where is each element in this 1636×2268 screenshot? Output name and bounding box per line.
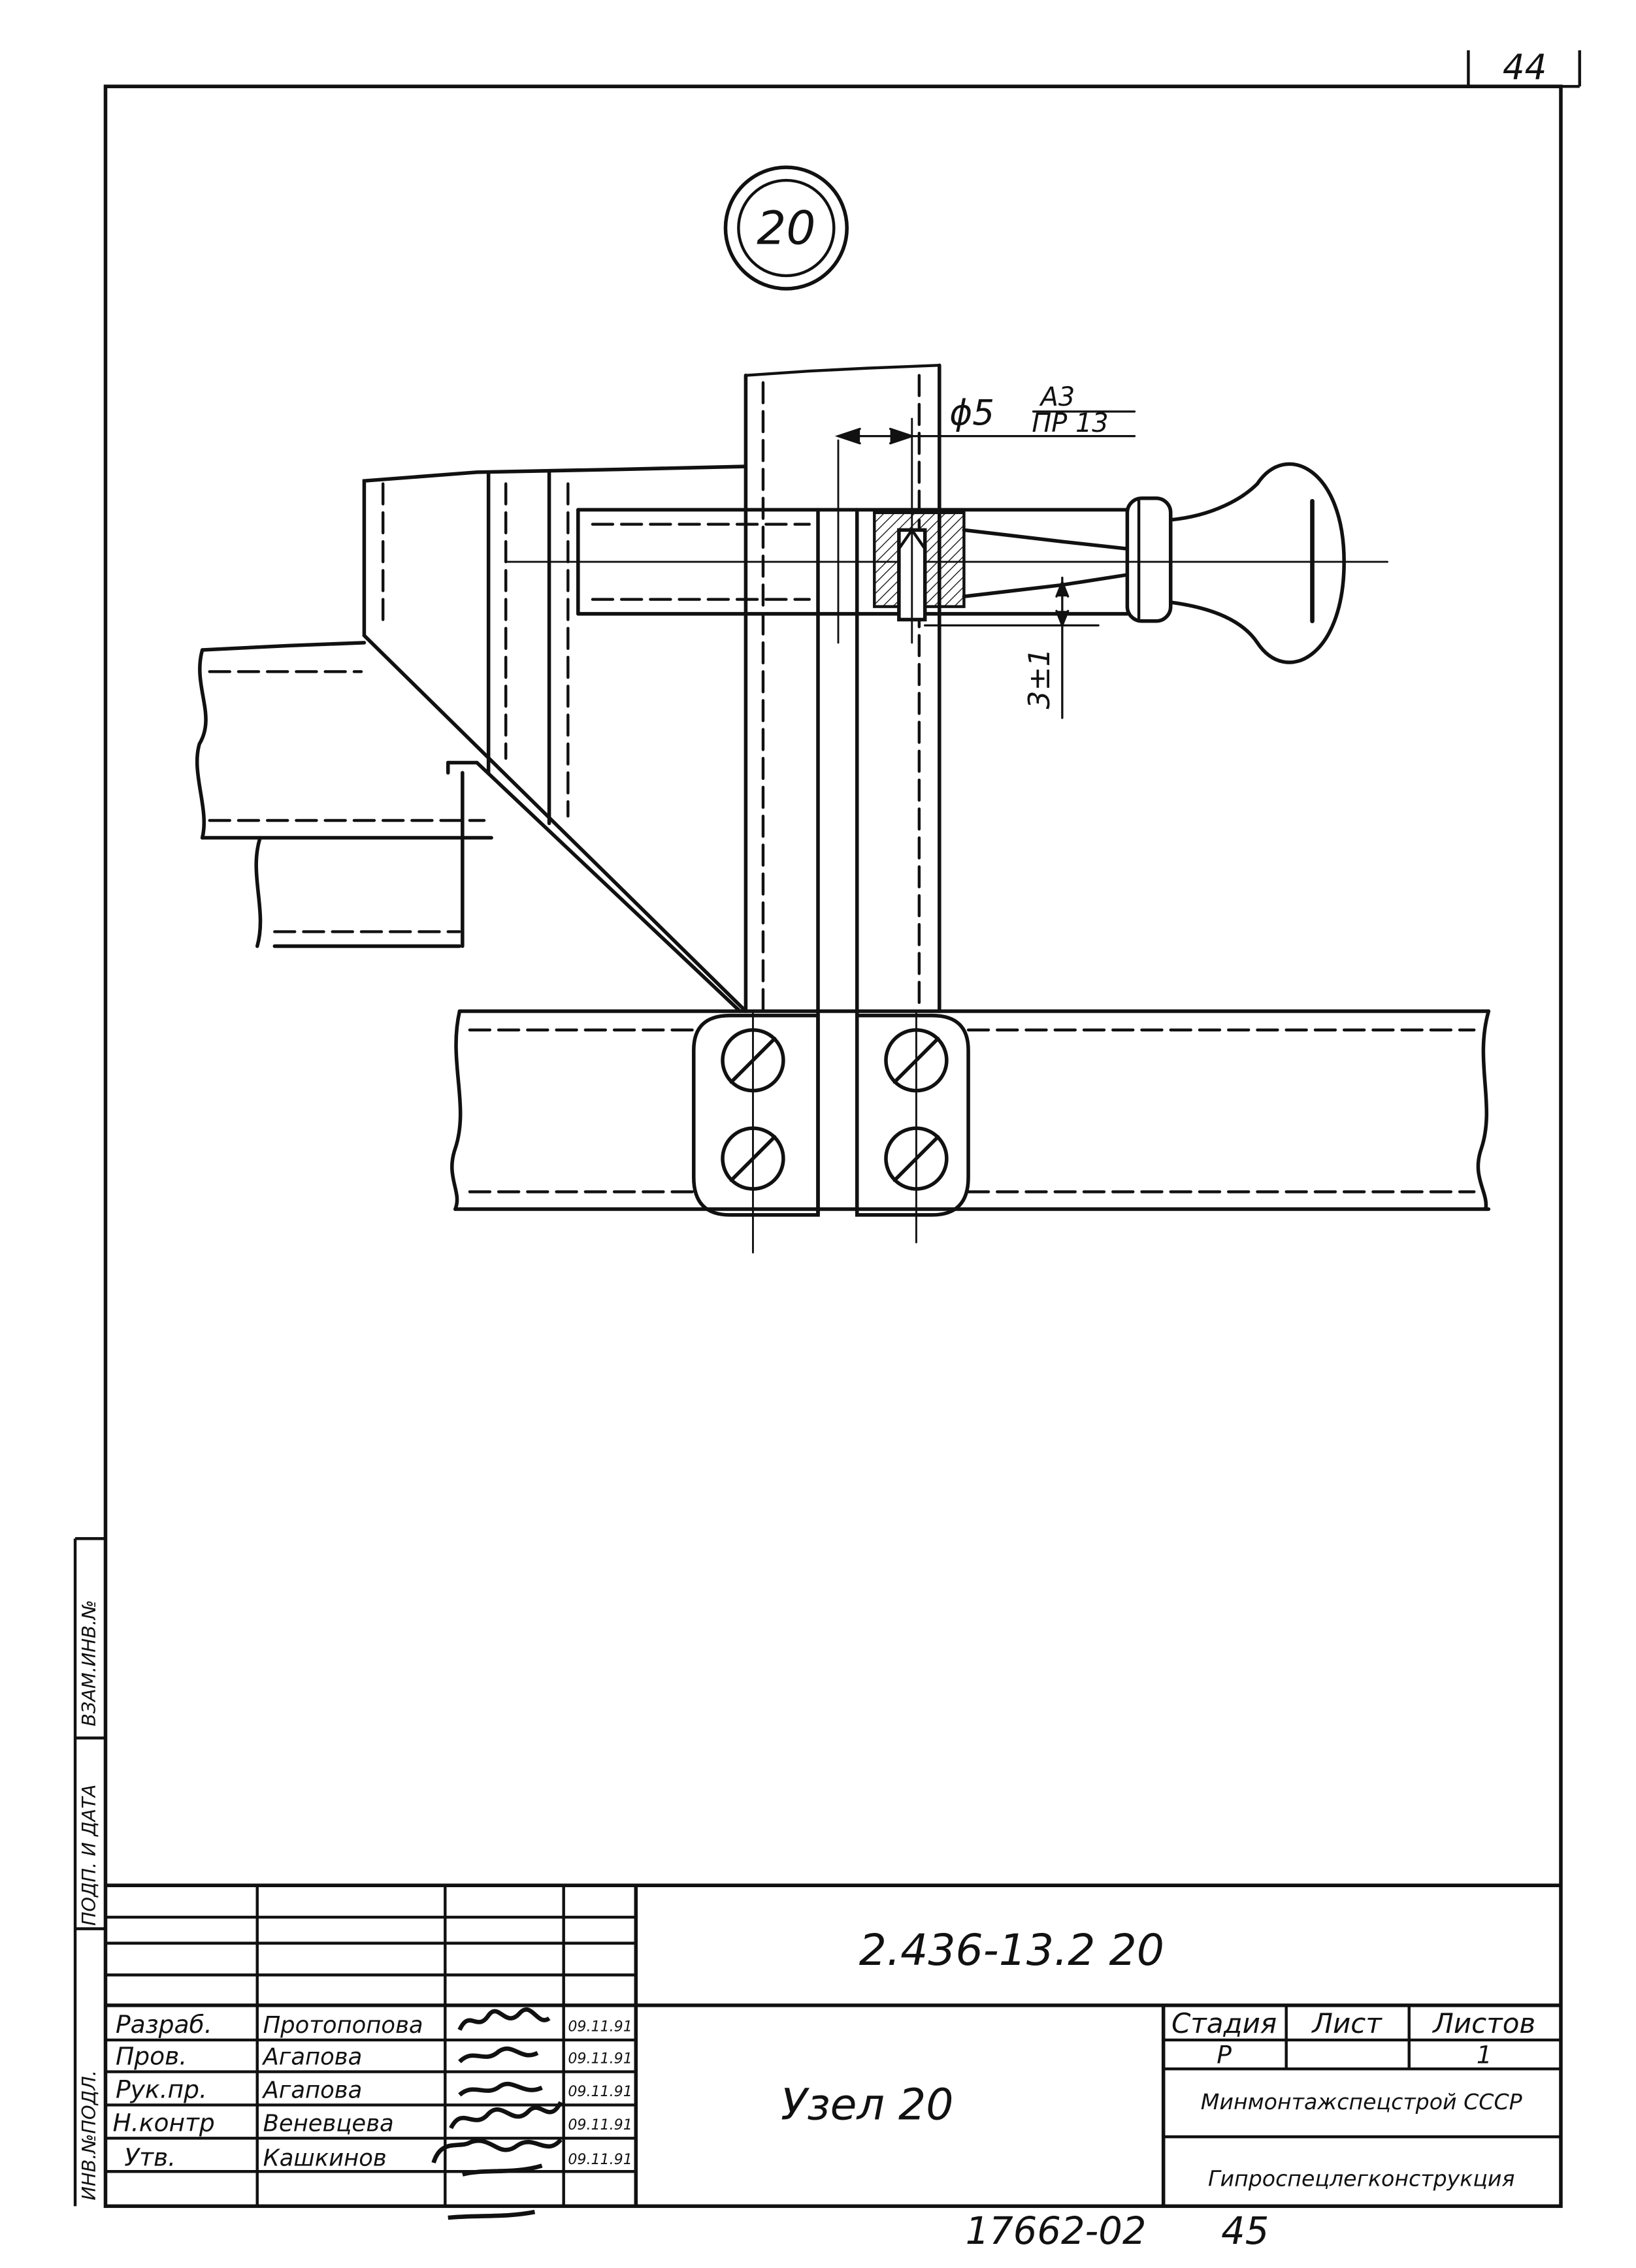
sheets-value: 1 bbox=[1477, 2040, 1492, 2069]
row-date: 09.11.91 bbox=[568, 2083, 632, 2100]
row-name: Агапова bbox=[262, 2044, 363, 2071]
assembly-drawing: ϕ5 А3 ПР 13 3±1 bbox=[195, 363, 1491, 1254]
row-date: 09.11.91 bbox=[568, 2151, 632, 2168]
signature-row: Разраб. Протопопова 09.11.91 bbox=[116, 2007, 632, 2039]
signature-mark bbox=[431, 2138, 563, 2177]
document-designation: 2.436-13.2 20 bbox=[859, 1924, 1164, 1975]
side-stamp-field-1: ИНВ.№ПОДЛ. bbox=[78, 2070, 100, 2200]
fit-lower-label: ПР 13 bbox=[1032, 408, 1108, 438]
row-name: Веневцева bbox=[263, 2110, 394, 2137]
row-name: Агапова bbox=[262, 2077, 363, 2103]
gap-dimension bbox=[924, 576, 1100, 719]
row-name: Кашкинов bbox=[263, 2145, 387, 2171]
sheet-header: Лист bbox=[1311, 2007, 1382, 2039]
signature-mark bbox=[457, 2007, 551, 2031]
sheet-frame: 44 bbox=[103, 47, 1581, 2209]
row-role: Разраб. bbox=[116, 2010, 212, 2039]
organization-institute: Гипроспецлегконструкция bbox=[1208, 2165, 1514, 2191]
row-role: Утв. bbox=[124, 2143, 176, 2171]
signature-row: Утв. Кашкинов 09.11.91 bbox=[124, 2138, 632, 2177]
screws bbox=[721, 1010, 949, 1254]
vertical-post bbox=[744, 363, 941, 1217]
section-cut bbox=[837, 417, 966, 644]
row-date: 09.11.91 bbox=[568, 2018, 632, 2035]
row-role: Рук.пр. bbox=[116, 2075, 207, 2103]
knob bbox=[1125, 462, 1346, 664]
organization-ministry: Минмонтажспецстрой СССР bbox=[1201, 2089, 1522, 2114]
signature-row: Рук.пр. Агапова 09.11.91 bbox=[116, 2075, 632, 2103]
sheets-header: Листов bbox=[1432, 2007, 1535, 2039]
signature-mark bbox=[458, 2046, 539, 2064]
node-marker-label: 20 bbox=[757, 201, 815, 255]
row-name: Протопопова bbox=[263, 2012, 423, 2039]
left-rail bbox=[195, 641, 493, 948]
drawing-title: Узел 20 bbox=[781, 2079, 954, 2130]
pen-stroke bbox=[448, 2209, 536, 2220]
fit-upper-label: А3 bbox=[1039, 382, 1075, 412]
hole-dimension-label: ϕ5 bbox=[949, 393, 994, 433]
signature-mark bbox=[458, 2081, 543, 2097]
side-stamp-field-2: ПОДП. И ДАТА bbox=[78, 1785, 100, 1926]
signature-row: Н.контр Веневцева 09.11.91 bbox=[113, 2101, 632, 2137]
bottom-page-number: 45 bbox=[1221, 2209, 1269, 2253]
row-role: Н.контр bbox=[113, 2108, 215, 2137]
row-date: 09.11.91 bbox=[568, 2050, 632, 2067]
row-role: Пров. bbox=[116, 2042, 187, 2071]
signature-mark bbox=[449, 2101, 563, 2130]
hole-dimension bbox=[834, 410, 1136, 445]
title-block bbox=[105, 1883, 1561, 2207]
row-date: 09.11.91 bbox=[568, 2116, 632, 2133]
node-marker: 20 bbox=[723, 165, 849, 291]
signature-row: Пров. Агапова 09.11.91 bbox=[116, 2042, 632, 2071]
bottom-registration-number: 17662-02 bbox=[966, 2209, 1147, 2253]
stage-value: Р bbox=[1217, 2040, 1232, 2069]
bottom-rail bbox=[450, 1009, 1491, 1211]
page-number: 44 bbox=[1503, 47, 1547, 88]
gap-dimension-label: 3±1 bbox=[1023, 648, 1056, 709]
side-stamp-field-3: ВЗАМ.ИНВ.№ bbox=[78, 1600, 100, 1726]
clamp-plates bbox=[692, 1013, 970, 1217]
clamp-block bbox=[362, 464, 748, 1013]
stage-header: Стадия bbox=[1171, 2007, 1277, 2039]
side-stamp: ВЗАМ.ИНВ.№ ПОДП. И ДАТА ИНВ.№ПОДЛ. bbox=[73, 1537, 106, 2207]
